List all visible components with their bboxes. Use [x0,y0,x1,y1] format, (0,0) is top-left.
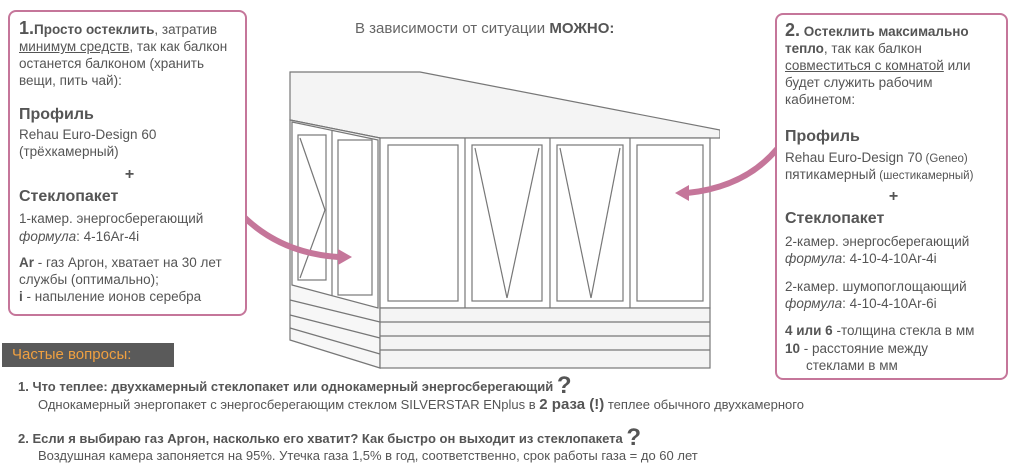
faq-question-1: 1. Что теплее: двухкамерный стеклопакет … [18,372,572,399]
faq-question-2: 2. Если я выбираю газ Аргон, насколько е… [18,424,642,451]
option-1-box: 1.Просто остеклить, затратив минимум сре… [8,10,247,316]
left-arrow-icon [240,212,352,265]
right-arrow-icon [675,146,780,201]
question-mark-icon: ? [556,372,572,399]
faq-answer-1: Однокамерный энергопакет с энергосберега… [38,396,804,413]
faq-answer-2: Воздушная камера запоняется на 95%. Утеч… [38,448,698,463]
faq-title: Частые вопросы: [2,343,174,367]
question-mark-icon: ? [626,424,642,451]
diagram-header: В зависимости от ситуации МОЖНО: [355,20,615,37]
option-2-box: 2. Остеклить максимально тепло, так как … [775,13,1008,380]
